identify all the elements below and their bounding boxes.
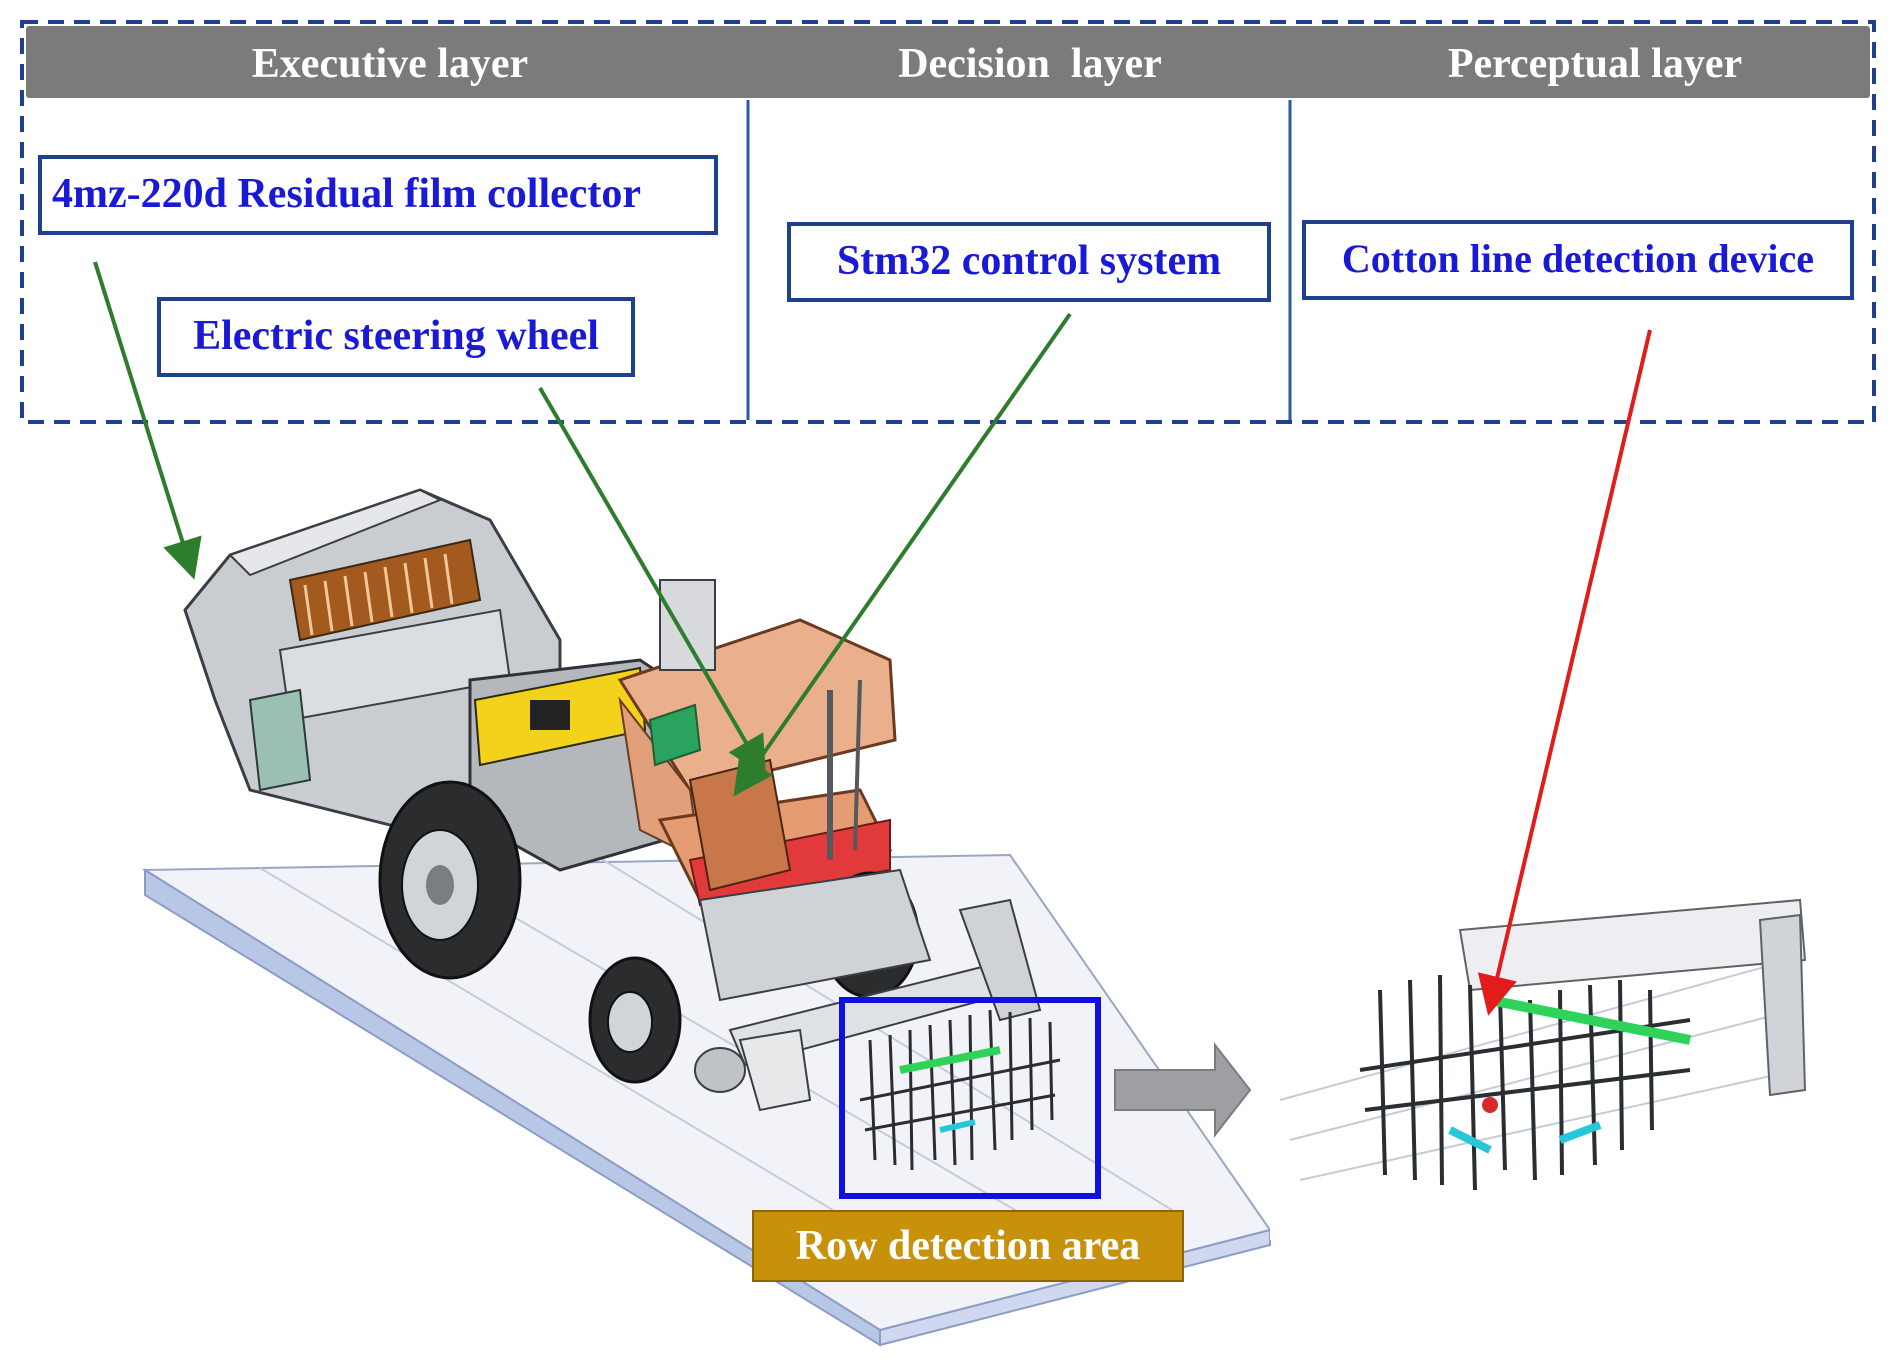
control-system-label: Stm32 control system [787, 222, 1271, 302]
decision-layer-title: Decision layer [830, 34, 1230, 94]
machine-illustration [185, 490, 1060, 1170]
control-system-arrow [738, 314, 1070, 790]
detection-device-arrow [1490, 330, 1650, 1008]
executive-layer-title: Executive layer [190, 34, 590, 94]
steering-wheel-label: Electric steering wheel [157, 297, 635, 377]
row-detection-area-label: Row detection area [752, 1210, 1184, 1282]
zoomed-inset [1270, 900, 1810, 1240]
perceptual-layer-title: Perceptual layer [1395, 34, 1795, 94]
detection-device-label: Cotton line detection device [1302, 220, 1854, 300]
film-collector-label: 4mz-220d Residual film collector [38, 155, 718, 235]
